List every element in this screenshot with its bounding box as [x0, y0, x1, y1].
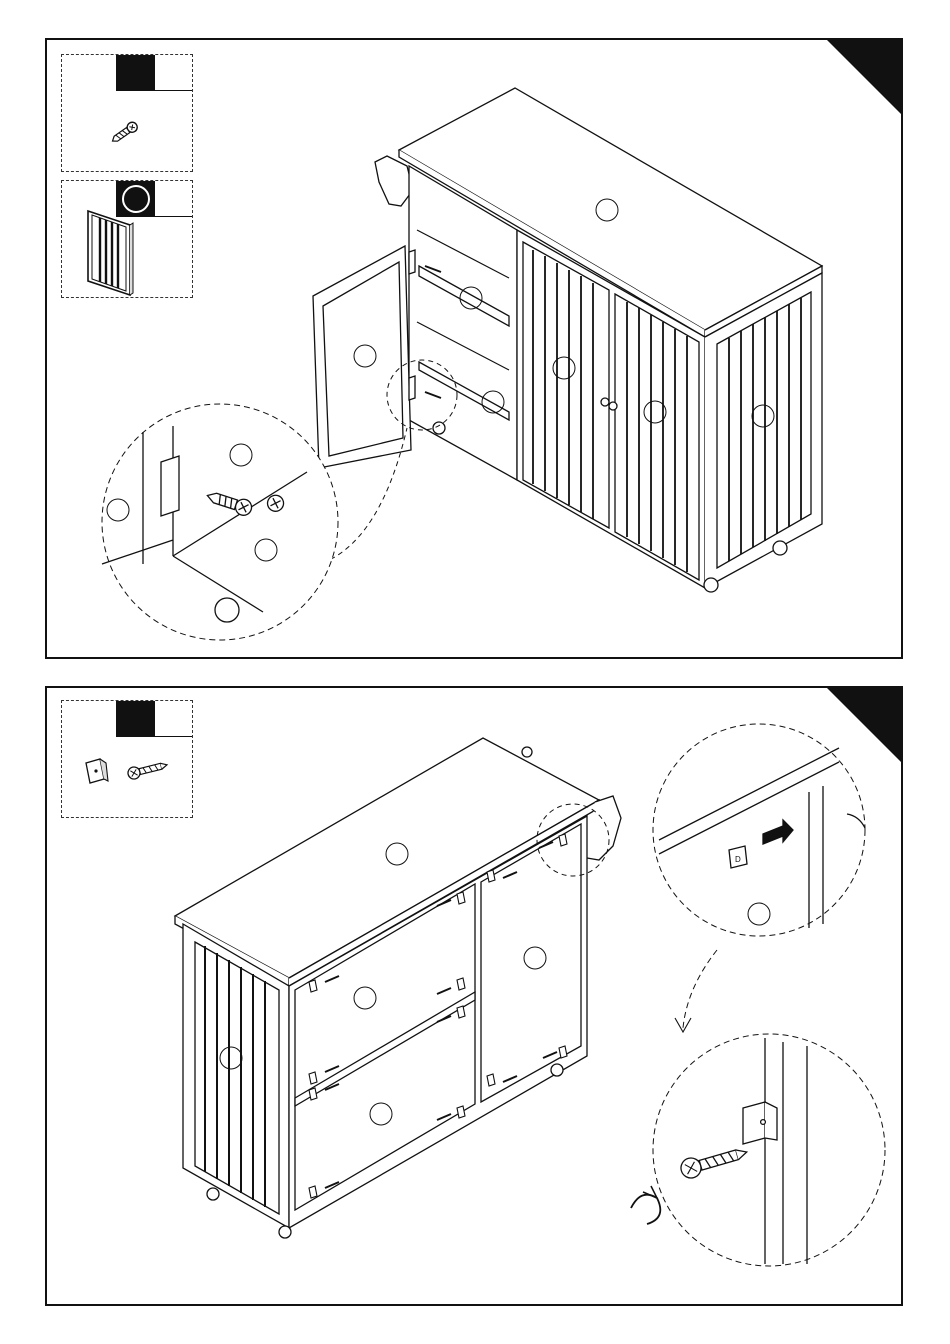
- step-panel-1: [45, 38, 903, 659]
- corner-bracket-detail: D: [631, 724, 885, 1266]
- step-panel-2: D: [45, 686, 903, 1306]
- cabinet-drawing-step-1: [47, 40, 905, 661]
- bracket-letter: D: [735, 855, 741, 864]
- cabinet-drawing-step-2: D: [47, 688, 905, 1308]
